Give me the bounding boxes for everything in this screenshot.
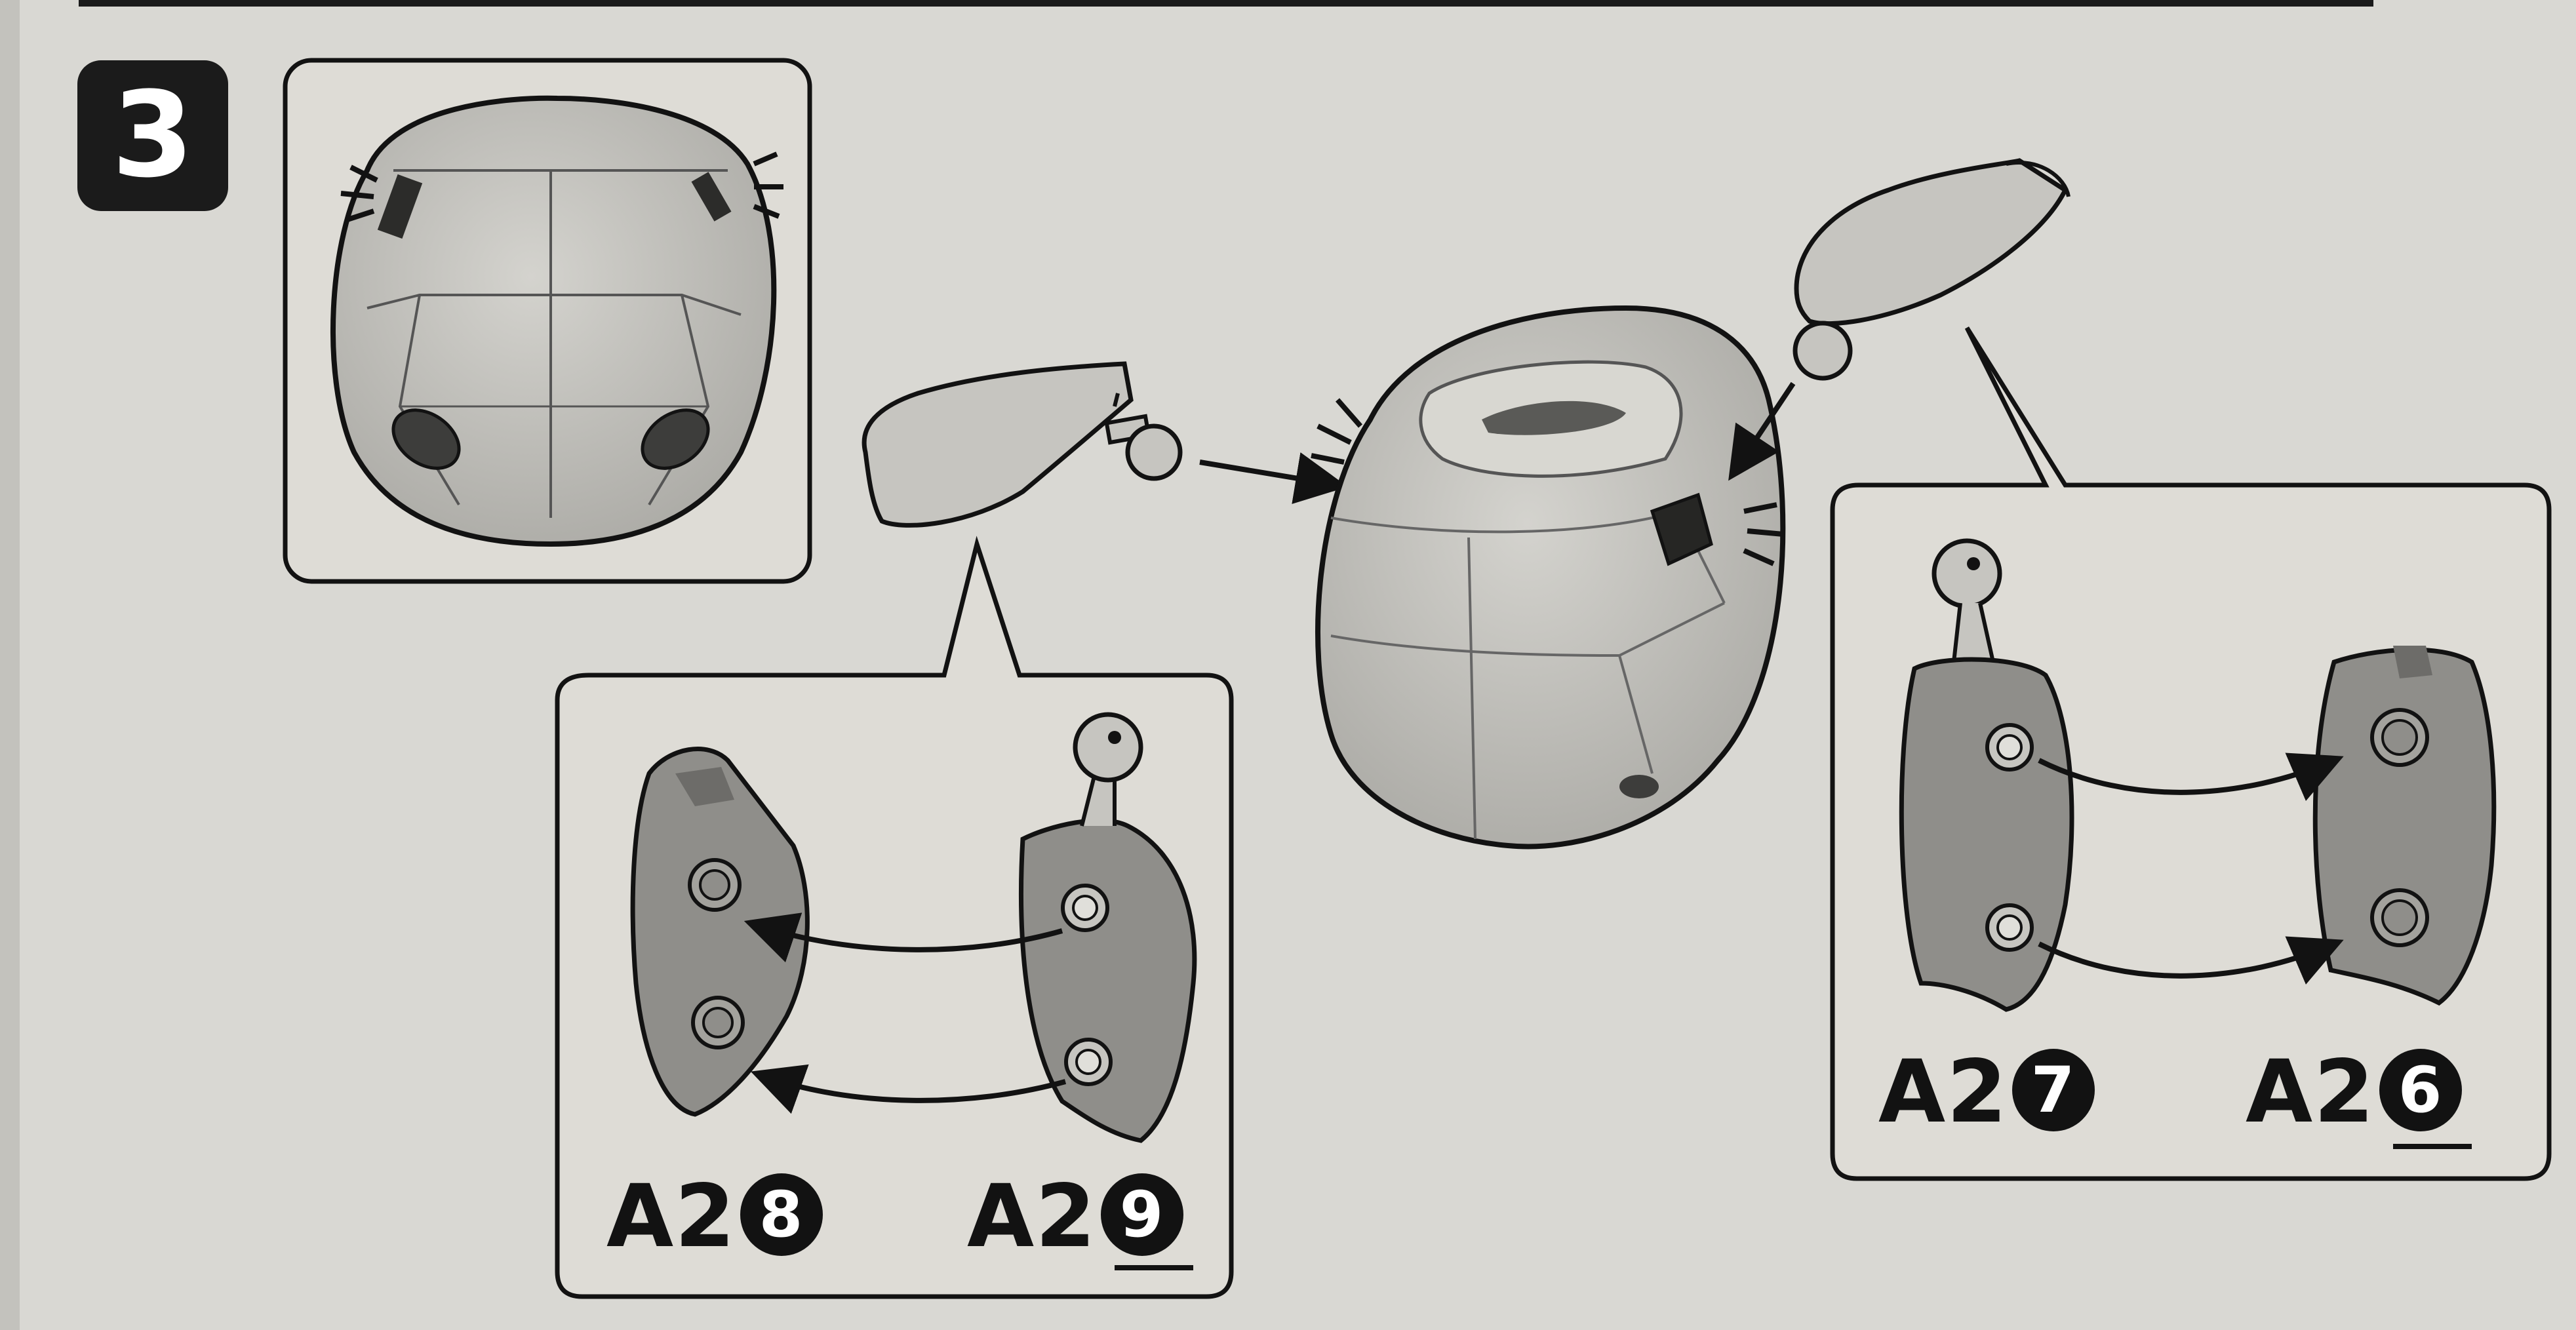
part-label-prefix: A2 (967, 1166, 1097, 1267)
shell-assembled-view-icon (1311, 308, 1783, 846)
part-a26-icon (2315, 646, 2494, 1003)
part-number-badge: 7 (2012, 1049, 2095, 1131)
part-number-badge: 8 (740, 1173, 823, 1256)
shell-back-view-panel (285, 60, 810, 581)
arm-part-left-icon (864, 364, 1180, 525)
step-number-badge: 3 (77, 60, 228, 211)
shell-back-view-icon (333, 98, 783, 544)
part-a26-underline (2393, 1144, 2472, 1149)
part-label-prefix: A2 (1878, 1042, 2008, 1143)
part-a29-underline (1115, 1265, 1193, 1270)
arm-part-right-icon (1795, 161, 2069, 378)
assembly-arrow-left (1200, 462, 1338, 485)
part-label-prefix: A2 (2246, 1042, 2375, 1143)
top-rule (79, 0, 2373, 7)
part-label-prefix: A2 (606, 1166, 736, 1267)
part-number-badge: 6 (2379, 1049, 2462, 1131)
step-number: 3 (111, 77, 193, 195)
part-number-badge: 9 (1101, 1173, 1183, 1256)
page-edge (0, 0, 20, 1330)
